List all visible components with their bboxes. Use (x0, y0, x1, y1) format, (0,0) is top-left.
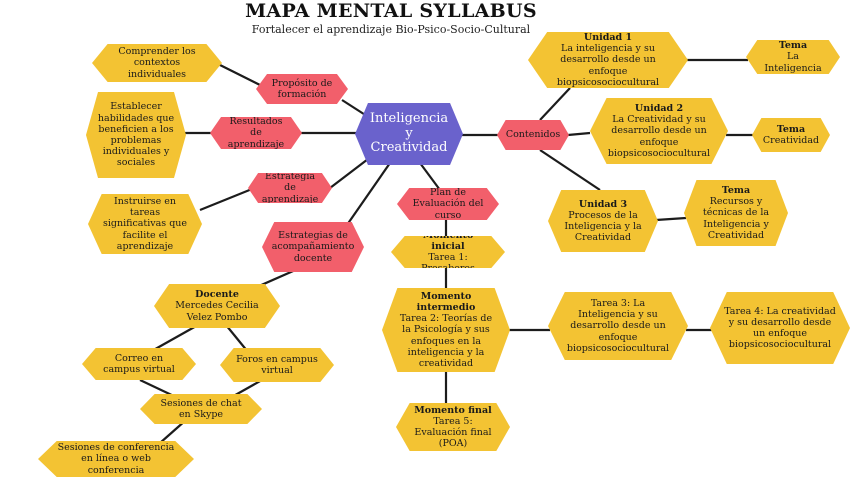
unidad3-node[interactable]: Unidad 3 Procesos de la Inteligencia y l… (548, 190, 658, 252)
tema1-title: Tema (778, 40, 808, 52)
resultados-detail-text: Establecer habilidades que beneficien a … (97, 101, 175, 169)
resultados-label: Resultados de aprendizaje (227, 116, 285, 150)
tema3-title: Tema (721, 184, 751, 196)
tarea4-text: Tarea 4: La creatividad y su desarrollo … (724, 305, 836, 351)
momento-final-task: Tarea 5: Evaluación final (POA) (414, 415, 492, 450)
estrategia-detail-text: Instruirse en tareas significativas que … (102, 196, 188, 252)
foros-text: Foros en campus virtual (236, 353, 318, 376)
link-docente-foros (225, 324, 249, 353)
unidad1-node[interactable]: Unidad 1 La inteligencia y su desarrollo… (528, 32, 688, 88)
link-proposito-detail (217, 63, 263, 87)
foros-node[interactable]: Foros en campus virtual (220, 348, 334, 382)
link-contenidos-unidad1 (539, 87, 571, 121)
proposito-detail-node[interactable]: Comprender los contextos individuales (92, 44, 222, 82)
tarea4-node[interactable]: Tarea 4: La creatividad y su desarrollo … (710, 292, 850, 364)
estrategia-node[interactable]: Estrategia de aprendizaje (248, 173, 332, 203)
evaluacion-label: Plan de Evaluación del curso (412, 187, 484, 221)
acompanamiento-node[interactable]: Estrategias de acompañamiento docente (262, 222, 364, 272)
momento-inicial-node[interactable]: Momento inicial Tarea 1: Presaberes (391, 236, 505, 268)
estrategia-detail-node[interactable]: Instruirse en tareas significativas que … (88, 194, 202, 254)
docente-node[interactable]: Docente Mercedes Cecilia Velez Pombo (154, 284, 280, 328)
link-contenidos-unidad3 (539, 149, 601, 191)
tema2-text: Creatividad (762, 135, 820, 146)
evaluacion-node[interactable]: Plan de Evaluación del curso (397, 188, 499, 220)
proposito-label: Propósito de formación (271, 77, 333, 100)
center-node[interactable]: Inteligencia y Creatividad (355, 103, 463, 165)
momento-inicial-task: Tarea 1: Presaberes (421, 252, 475, 275)
estrategia-label: Estrategia de aprendizaje (261, 171, 319, 205)
tema2-node[interactable]: Tema Creatividad (752, 118, 830, 152)
tema2-title: Tema (776, 123, 806, 135)
unidad1-text: La inteligencia y su desarrollo desde un… (556, 43, 660, 88)
skype-text: Sesiones de chat en Skype (160, 397, 242, 420)
unidad2-text: La Creatividad y su desarrollo desde un … (607, 114, 711, 159)
conferencia-node[interactable]: Sesiones de conferencia en línea o web c… (38, 441, 194, 477)
map-subtitle: Fortalecer el aprendizaje Bio-Psico-Soci… (251, 23, 531, 36)
correo-node[interactable]: Correo en campus virtual (82, 348, 196, 380)
momento-intermedio-title: Momento intermedio (416, 290, 476, 313)
link-estrategia-detail (199, 187, 253, 212)
unidad3-text: Procesos de la Inteligencia y la Creativ… (564, 209, 642, 244)
tema3-node[interactable]: Tema Recursos y técnicas de la Inteligen… (684, 180, 788, 246)
link-unidad3-tema3 (655, 216, 687, 222)
unidad2-node[interactable]: Unidad 2 La Creatividad y su desarrollo … (590, 98, 728, 164)
tema3-text: Recursos y técnicas de la Inteligencia y… (702, 196, 770, 241)
conferencia-text: Sesiones de conferencia en línea o web c… (57, 442, 175, 476)
tarea3-node[interactable]: Tarea 3: La Inteligencia y su desarrollo… (548, 292, 688, 360)
docente-name: Mercedes Cecilia Velez Pombo (175, 300, 259, 323)
tema1-node[interactable]: Tema La Inteligencia (746, 40, 840, 74)
momento-intermedio-node[interactable]: Momento intermedio Tarea 2: Teorías de l… (382, 288, 510, 372)
link-center-estrategia (329, 155, 373, 189)
correo-text: Correo en campus virtual (103, 352, 175, 375)
skype-node[interactable]: Sesiones de chat en Skype (140, 394, 262, 424)
proposito-detail-text: Comprender los contextos individuales (118, 46, 196, 80)
map-title: MAPA MENTAL SYLLABUS (245, 0, 537, 22)
momento-final-node[interactable]: Momento final Tarea 5: Evaluación final … (396, 403, 510, 451)
link-center-evaluacion (419, 162, 441, 191)
contenidos-node[interactable]: Contenidos (497, 120, 569, 150)
momento-inicial-title: Momento inicial (422, 229, 474, 252)
acompanamiento-label: Estrategias de acompañamiento docente (271, 230, 355, 264)
unidad3-title: Unidad 3 (578, 198, 628, 210)
tema1-text: La Inteligencia (764, 51, 822, 74)
link-contenidos-unidad2 (567, 131, 591, 137)
center-label: Inteligencia y Creatividad (369, 110, 449, 156)
unidad1-title: Unidad 1 (583, 32, 633, 43)
contenidos-label: Contenidos (505, 129, 561, 141)
docente-title: Docente (195, 289, 239, 301)
momento-intermedio-task: Tarea 2: Teorías de la Psicología y sus … (399, 313, 493, 369)
momento-final-title: Momento final (414, 404, 492, 416)
resultados-node[interactable]: Resultados de aprendizaje (210, 117, 302, 149)
proposito-node[interactable]: Propósito de formación (256, 74, 348, 104)
link-docente-correo (149, 324, 199, 353)
unidad2-title: Unidad 2 (634, 102, 684, 114)
tarea3-text: Tarea 3: La Inteligencia y su desarrollo… (566, 297, 670, 354)
resultados-detail-node[interactable]: Establecer habilidades que beneficien a … (86, 92, 186, 178)
